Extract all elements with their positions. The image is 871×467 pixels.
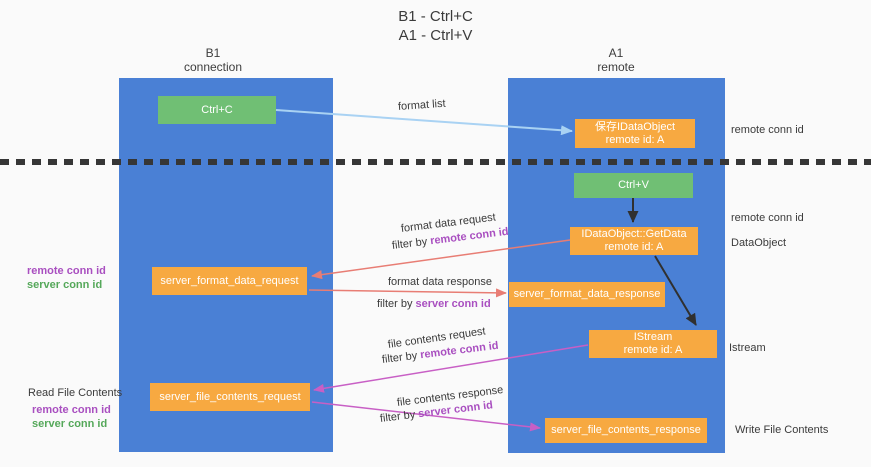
node-save-idataobject: 保存IDataObject remote id: A: [575, 119, 695, 148]
node-server-file-contents-request: server_file_contents_request: [150, 383, 310, 411]
right-remote-conn-id-mid: remote conn id: [731, 212, 804, 224]
lane-b1-name: B1: [205, 46, 221, 60]
node-idataobject-getdata: IDataObject::GetData remote id: A: [570, 227, 698, 255]
edge-label-format-data-response: format data response: [388, 276, 492, 288]
getdata-line1: IDataObject::GetData: [581, 228, 687, 240]
node-server-format-data-request: server_format_data_request: [152, 267, 307, 295]
lane-b1-role: connection: [183, 60, 243, 74]
remote-conn-id-label: remote conn id: [27, 265, 106, 277]
server-conn-id-label: server conn id: [32, 418, 108, 430]
getdata-line2: remote id: A: [604, 241, 664, 253]
filter-by-text: filter by: [379, 408, 419, 425]
istream-line1: IStream: [633, 331, 673, 343]
left-conn-ids-format: remote conn id server conn id: [27, 264, 106, 292]
lane-header-a1: A1 remote: [556, 46, 676, 74]
ctrl-v-label: Ctrl+V: [618, 179, 649, 191]
ctrl-c-label: Ctrl+C: [201, 103, 233, 116]
dataobject-label: DataObject: [731, 237, 787, 249]
node-ctrl-v: Ctrl+V: [574, 173, 693, 198]
server-conn-id-text: server conn id: [415, 298, 491, 310]
filter-by-text: filter by: [377, 298, 416, 310]
dashed-separator: [0, 159, 871, 165]
left-conn-ids-file: remote conn id server conn id: [32, 403, 111, 431]
sfc-response-label: server_file_contents_response: [551, 424, 701, 436]
save-idataobject-line2: remote id: A: [605, 133, 665, 146]
node-server-format-data-response: server_format_data_response: [509, 282, 665, 307]
arrow-format-data-response: [308, 288, 507, 298]
diagram-title: B1 - Ctrl+C A1 - Ctrl+V: [0, 7, 871, 45]
remote-conn-id-label: remote conn id: [32, 404, 111, 416]
lane-a1-role: remote: [597, 60, 635, 74]
title-line-1: B1 - Ctrl+C: [398, 8, 473, 25]
edge-label-filter-by-server-1: filter by server conn id: [377, 298, 491, 310]
istream-line2: remote id: A: [623, 344, 683, 356]
node-istream: IStream remote id: A: [589, 330, 717, 358]
lane-header-b1: B1 connection: [153, 46, 273, 74]
sfc-request-label: server_file_contents_request: [159, 390, 301, 403]
filter-by-text: filter by: [381, 349, 421, 366]
read-file-contents-label: Read File Contents: [28, 387, 123, 399]
title-line-2: A1 - Ctrl+V: [398, 27, 473, 44]
node-ctrl-c: Ctrl+C: [158, 96, 276, 124]
sfd-response-label: server_format_data_response: [513, 288, 661, 300]
sfd-request-label: server_format_data_request: [160, 274, 299, 287]
right-remote-conn-id-top: remote conn id: [731, 124, 804, 136]
write-file-contents-label: Write File Contents: [735, 424, 829, 436]
edge-label-format-list: format list: [397, 97, 446, 113]
save-idataobject-line1: 保存IDataObject: [594, 120, 676, 133]
istream-label: Istream: [729, 342, 766, 354]
lane-a1-name: A1: [608, 46, 624, 60]
server-conn-id-label: server conn id: [27, 279, 103, 291]
node-server-file-contents-response: server_file_contents_response: [545, 418, 707, 443]
filter-by-text: filter by: [391, 235, 431, 252]
